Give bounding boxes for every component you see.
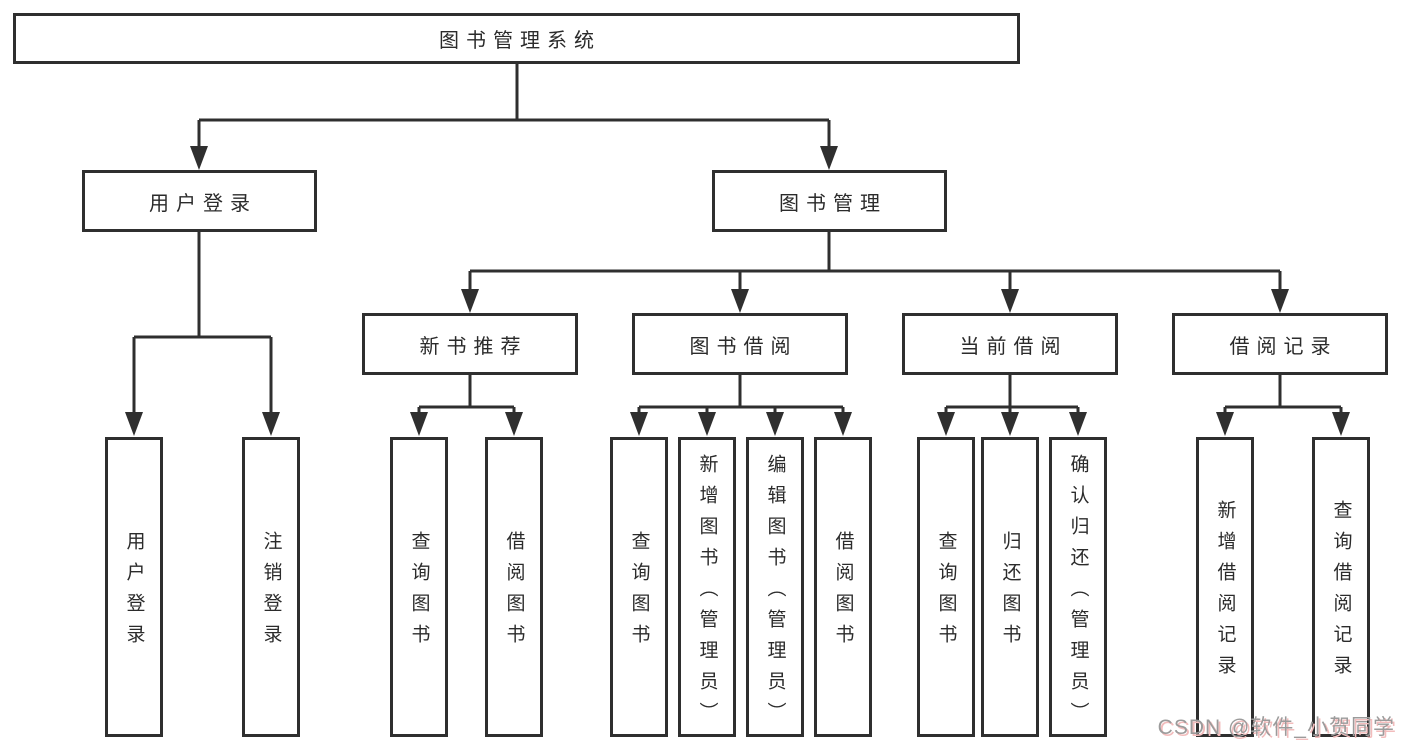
- leaf-query-borrow-record: 查询借阅记录: [1312, 437, 1370, 737]
- leaf-edit-books-admin: 编辑图书（管理员）: [746, 437, 804, 737]
- node-new-book-recommend: 新书推荐: [362, 313, 578, 375]
- node-book-borrow-label: 图书借阅: [689, 335, 798, 358]
- leaf-edit-books-admin-label: 编辑图书（管理员）: [764, 453, 786, 733]
- leaf-query-books-borrow-label: 查询图书: [628, 531, 650, 655]
- leaf-query-books-current: 查询图书: [917, 437, 975, 737]
- node-book-management: 图书管理: [712, 170, 947, 232]
- node-user-login: 用户登录: [82, 170, 317, 232]
- leaf-borrow-books-label: 借阅图书: [832, 531, 854, 655]
- leaf-borrow-books: 借阅图书: [814, 437, 872, 737]
- node-current-borrow: 当前借阅: [902, 313, 1118, 375]
- leaf-query-books-current-label: 查询图书: [935, 531, 957, 655]
- leaf-add-borrow-record-label: 新增借阅记录: [1214, 500, 1236, 686]
- node-book-management-label: 图书管理: [779, 192, 887, 215]
- leaf-borrow-books-recommend-label: 借阅图书: [503, 531, 525, 655]
- leaf-confirm-return-admin: 确认归还（管理员）: [1049, 437, 1107, 737]
- node-library-system-label: 图书管理系统: [439, 30, 601, 52]
- leaf-logout: 注销登录: [242, 437, 300, 737]
- leaf-add-books-admin-label: 新增图书（管理员）: [696, 453, 718, 733]
- node-current-borrow-label: 当前借阅: [959, 335, 1068, 358]
- leaf-query-books-recommend-label: 查询图书: [408, 531, 430, 655]
- leaf-logout-label: 注销登录: [260, 531, 282, 655]
- node-borrow-records-label: 借阅记录: [1229, 335, 1338, 358]
- node-book-borrow: 图书借阅: [632, 313, 848, 375]
- leaf-query-books-borrow: 查询图书: [610, 437, 668, 737]
- leaf-query-books-recommend: 查询图书: [390, 437, 448, 737]
- node-new-book-recommend-label: 新书推荐: [419, 335, 528, 358]
- leaf-add-books-admin: 新增图书（管理员）: [678, 437, 736, 737]
- node-borrow-records: 借阅记录: [1172, 313, 1388, 375]
- leaf-user-login: 用户登录: [105, 437, 163, 737]
- leaf-query-borrow-record-label: 查询借阅记录: [1330, 500, 1352, 686]
- leaf-user-login-label: 用户登录: [123, 531, 145, 655]
- node-user-login-label: 用户登录: [149, 192, 257, 215]
- node-library-system: 图书管理系统: [13, 13, 1020, 64]
- leaf-return-books: 归还图书: [981, 437, 1039, 737]
- leaf-borrow-books-recommend: 借阅图书: [485, 437, 543, 737]
- leaf-return-books-label: 归还图书: [999, 531, 1021, 655]
- leaf-add-borrow-record: 新增借阅记录: [1196, 437, 1254, 737]
- csdn-watermark: CSDN @软件_小贺同学: [1157, 716, 1395, 739]
- leaf-confirm-return-admin-label: 确认归还（管理员）: [1067, 453, 1089, 733]
